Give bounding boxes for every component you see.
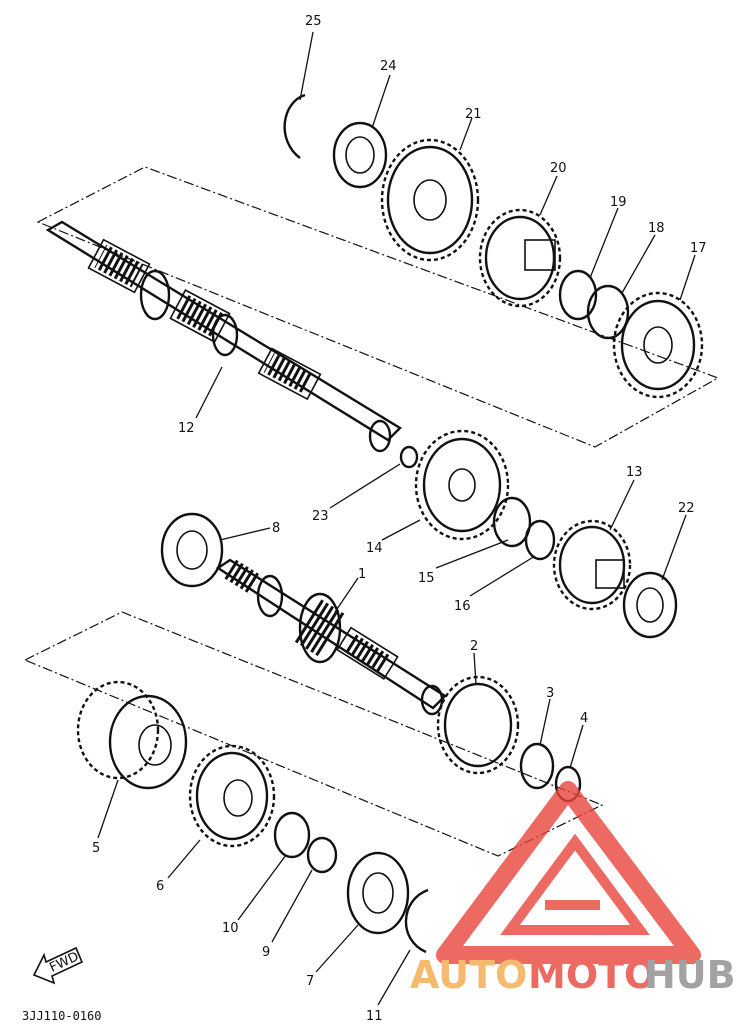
part-label: 25: [305, 14, 322, 29]
part-label: 11: [366, 1009, 383, 1024]
logo-text-auto: AUTO: [410, 953, 527, 997]
part-label: 5: [92, 841, 100, 856]
part-label: 16: [454, 599, 471, 614]
bearing-8: [160, 512, 224, 588]
main-axle-shaft: [215, 558, 447, 716]
part-label: 7: [306, 974, 314, 989]
logo-text-moto: MOTO: [528, 953, 656, 997]
gear-13: [552, 519, 632, 611]
washer-10: [273, 811, 311, 859]
part-labels: 25 24 21 20 19 18 17 12 23 14 15 16 13 2…: [92, 14, 707, 1024]
gear-2: [436, 675, 520, 775]
part-label: 17: [690, 241, 707, 256]
gear-6: [188, 744, 276, 848]
circlip-11: [404, 888, 429, 954]
logo-text-hub: HUB: [644, 953, 736, 997]
bearing-22: [622, 571, 678, 639]
fwd-arrow-icon: FWD: [32, 946, 84, 985]
circlip-9: [306, 836, 338, 874]
automotohub-logo: AUTO MOTO HUB: [410, 781, 736, 997]
drive-axle-shaft: [45, 220, 402, 453]
bearing-7: [346, 851, 410, 935]
washer-18: [586, 284, 630, 340]
part-label: 21: [465, 107, 482, 122]
gear-5: [76, 680, 188, 790]
part-label: 9: [262, 945, 270, 960]
fwd-label: FWD: [47, 949, 81, 975]
part-label: 23: [312, 509, 329, 524]
circlip-25: [283, 93, 306, 159]
part-label: 24: [380, 59, 397, 74]
part-label: 15: [418, 571, 435, 586]
part-label: 2: [470, 639, 478, 654]
part-label: 10: [222, 921, 239, 936]
part-label: 19: [610, 195, 627, 210]
gear-20: [478, 208, 562, 308]
part-label: 6: [156, 879, 164, 894]
part-label: 1: [358, 567, 366, 582]
part-label: 20: [550, 161, 567, 176]
gear-17: [612, 291, 704, 399]
part-label: 8: [272, 521, 280, 536]
part-label: 13: [626, 465, 643, 480]
circlip-19: [558, 269, 598, 321]
part-label: 4: [580, 711, 588, 726]
part-label: 22: [678, 501, 695, 516]
part-label: 12: [178, 421, 195, 436]
collar-23: [399, 445, 419, 469]
upper-group-outline: [36, 166, 720, 448]
part-label: 14: [366, 541, 383, 556]
part-label: 18: [648, 221, 665, 236]
gear-21: [380, 138, 480, 262]
leader-lines: [97, 31, 696, 1006]
bearing-24: [332, 121, 388, 189]
washer-3: [519, 742, 555, 790]
circlip-16: [524, 519, 556, 561]
gear-14: [414, 429, 510, 541]
part-label: 3: [546, 686, 554, 701]
diagram-code: 3JJ110-0160: [22, 1009, 101, 1023]
lower-group-outline: [23, 611, 604, 857]
washer-15: [492, 496, 532, 548]
